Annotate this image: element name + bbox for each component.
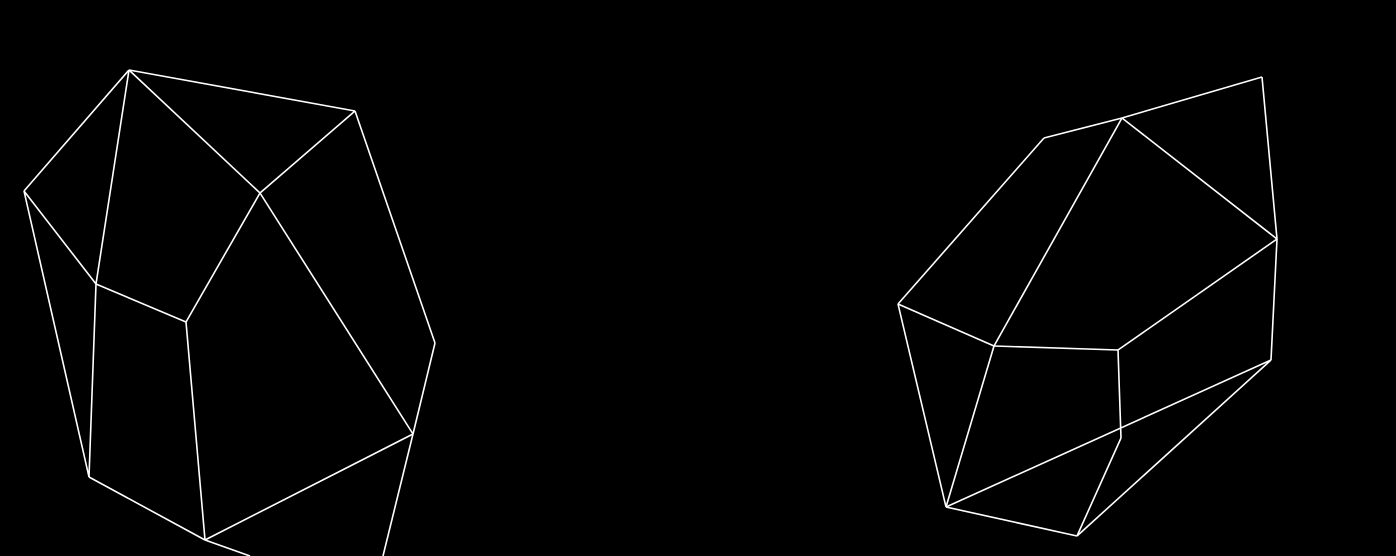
edge [259,110,356,194]
edge [95,69,130,285]
edge [128,69,356,112]
edge [1121,117,1278,240]
edge [185,192,261,323]
edge [259,192,414,435]
wireframe-polyhedron-right [897,76,1278,537]
edge [23,69,130,192]
edge [95,283,187,323]
wireframe-polyhedron-left [23,69,436,556]
edge [1117,238,1278,351]
edge [412,342,436,435]
edge [382,433,414,556]
edge [1261,76,1278,240]
edge [88,283,97,478]
edge [1117,349,1122,439]
edge [1270,238,1278,361]
edge [945,506,1078,537]
edge [993,117,1123,347]
edge [88,476,206,541]
edge [1043,117,1123,139]
edge [897,303,947,508]
edge [185,321,206,541]
edge [128,69,261,194]
edge [945,345,995,508]
edge [1121,76,1263,119]
edge [1076,437,1122,537]
edge [23,190,90,478]
edge [897,303,995,347]
edge [897,137,1045,305]
edge [993,345,1119,351]
edge [1076,359,1272,537]
edge [204,433,414,541]
edge [23,190,97,285]
edge [354,110,436,344]
edge [204,539,251,556]
edge [945,359,1272,508]
